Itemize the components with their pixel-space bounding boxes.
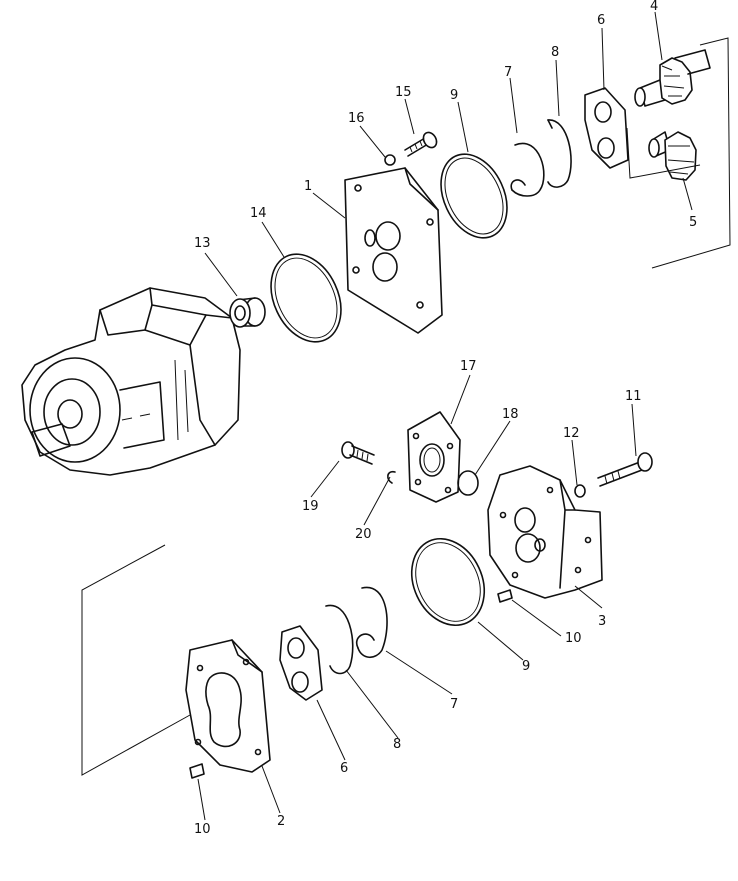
callout-15: 15: [395, 85, 412, 100]
callout-16: 16: [348, 111, 365, 126]
part-14-o-ring: [270, 253, 342, 343]
callout-7-upper: 7: [504, 65, 512, 80]
part-7-seal-upper: [511, 142, 545, 197]
assembly-bracket-lower: [81, 544, 191, 776]
part-13-bearing: [229, 297, 266, 328]
part-20-washer: [387, 470, 396, 484]
part-16-washer: [384, 154, 396, 166]
part-9-o-ring-lower: [410, 537, 486, 627]
part-10-pin-left: [189, 763, 205, 779]
callout-6-lower: 6: [340, 761, 348, 776]
callout-4: 4: [650, 0, 658, 14]
callout-10-right: 10: [565, 631, 582, 646]
callout-9-upper: 9: [450, 88, 458, 103]
callout-14: 14: [250, 206, 267, 221]
part-8-seal-upper: [547, 119, 572, 188]
part-5-driven-gear: [648, 131, 697, 181]
part-18-o-ring: [457, 470, 479, 496]
part-6-bushing-lower: [279, 625, 323, 701]
part-9-o-ring-upper: [440, 153, 508, 239]
callout-labels: 1 13 14 15 16 9 7 8 6 4 5 17 18 11 12 19…: [194, 0, 697, 837]
callout-9-lower: 9: [522, 659, 530, 674]
leader-lines: [197, 11, 693, 821]
callout-8-lower: 8: [393, 737, 401, 752]
part-2-end-cover: [185, 639, 271, 773]
callout-3: 3: [598, 614, 606, 629]
callout-18: 18: [502, 407, 519, 422]
callout-13: 13: [194, 236, 211, 251]
callout-17: 17: [460, 359, 477, 374]
callout-12: 12: [563, 426, 580, 441]
part-15-bolt: [404, 131, 438, 157]
part-1-plate: [344, 167, 443, 334]
callout-5: 5: [689, 215, 697, 230]
part-17-flange: [407, 411, 461, 503]
callout-20: 20: [355, 527, 372, 542]
part-11-bolt: [597, 452, 653, 487]
callout-1: 1: [304, 179, 312, 194]
part-19-bolt: [341, 441, 375, 465]
callout-11: 11: [625, 389, 642, 404]
callout-10-left: 10: [194, 822, 211, 837]
callout-19: 19: [302, 499, 319, 514]
callout-8-upper: 8: [551, 45, 559, 60]
callout-6-upper: 6: [597, 13, 605, 28]
part-6-bushing-upper: [584, 87, 629, 169]
pump-body: [21, 287, 241, 476]
part-12-washer: [574, 484, 586, 498]
part-8-seal-lower: [325, 604, 354, 675]
callout-2: 2: [277, 814, 285, 829]
part-4-drive-gear: [634, 49, 711, 107]
part-3-gear-housing: [487, 465, 603, 599]
part-10-pin-right: [497, 589, 513, 603]
assembly-bracket-upper: [651, 37, 731, 269]
part-7-seal-lower: [357, 586, 388, 659]
callout-7-lower: 7: [450, 697, 458, 712]
